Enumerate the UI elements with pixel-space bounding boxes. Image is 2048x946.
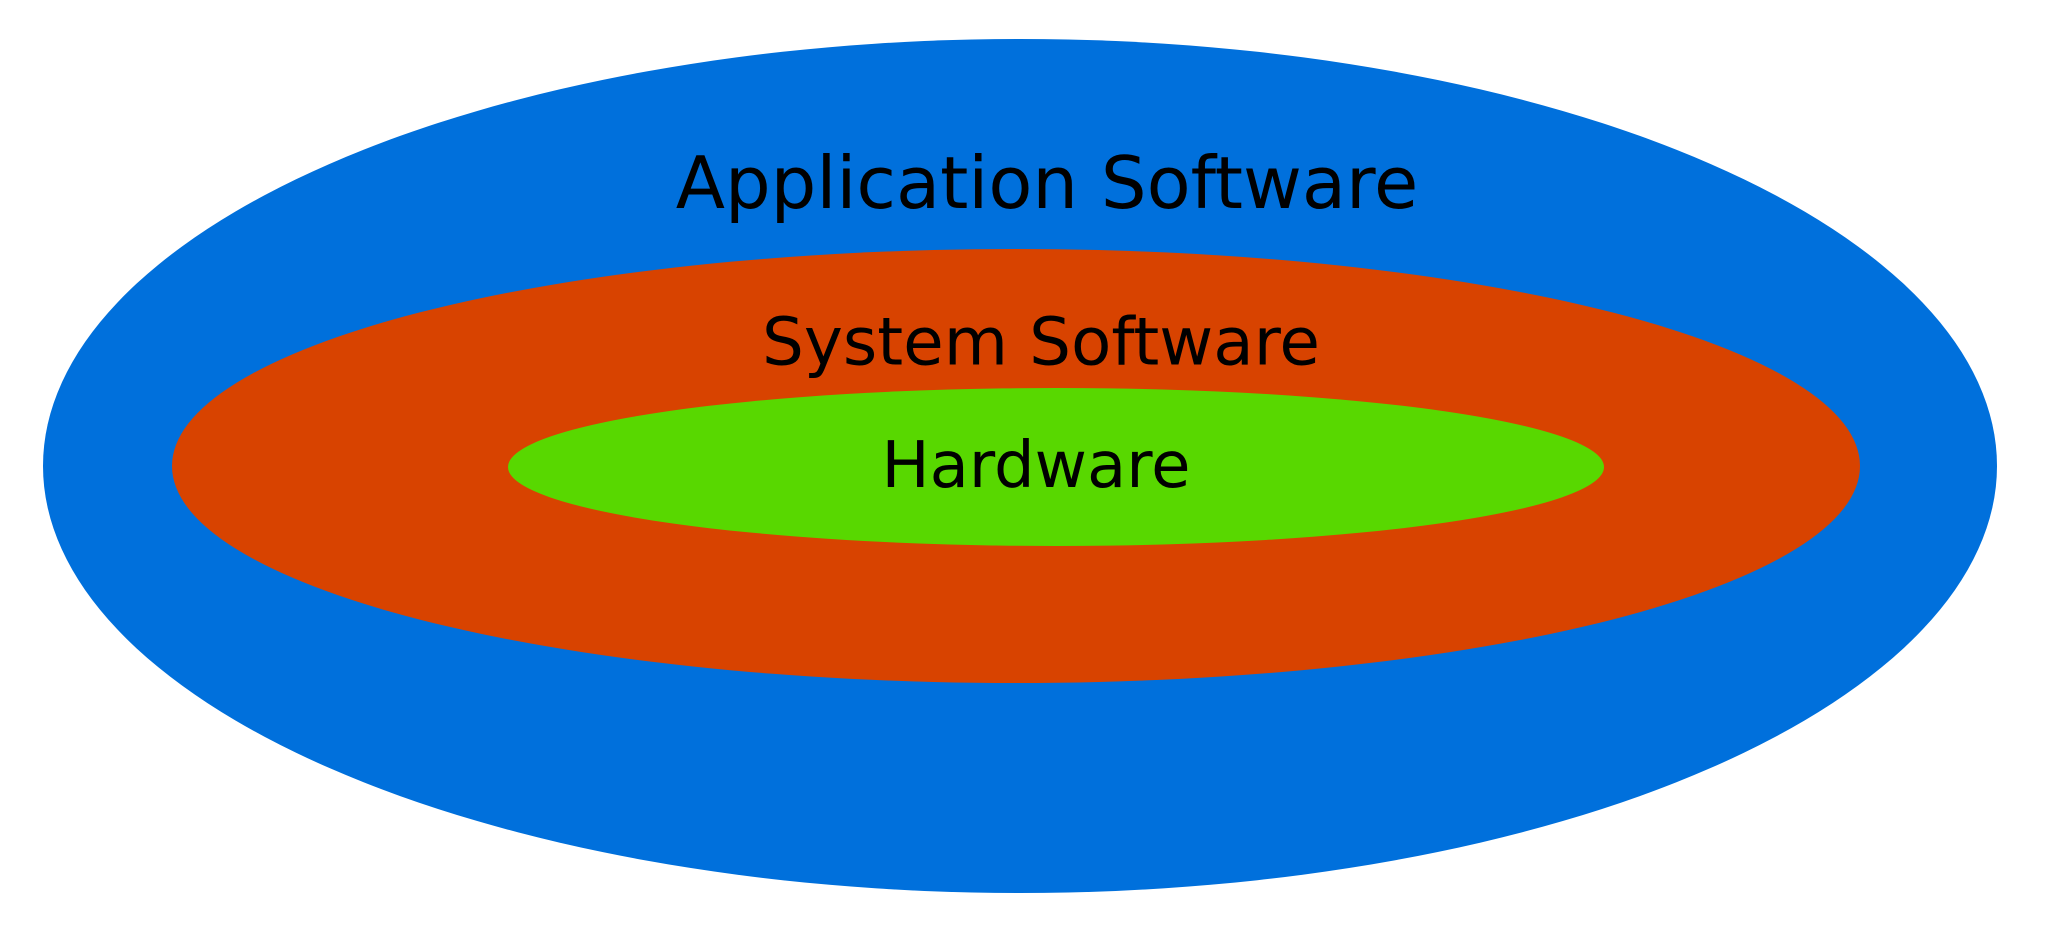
application-software-label: Application Software xyxy=(676,141,1419,225)
system-software-label: System Software xyxy=(762,304,1320,381)
hardware-ellipse xyxy=(508,388,1604,546)
hardware-label: Hardware xyxy=(882,429,1191,503)
